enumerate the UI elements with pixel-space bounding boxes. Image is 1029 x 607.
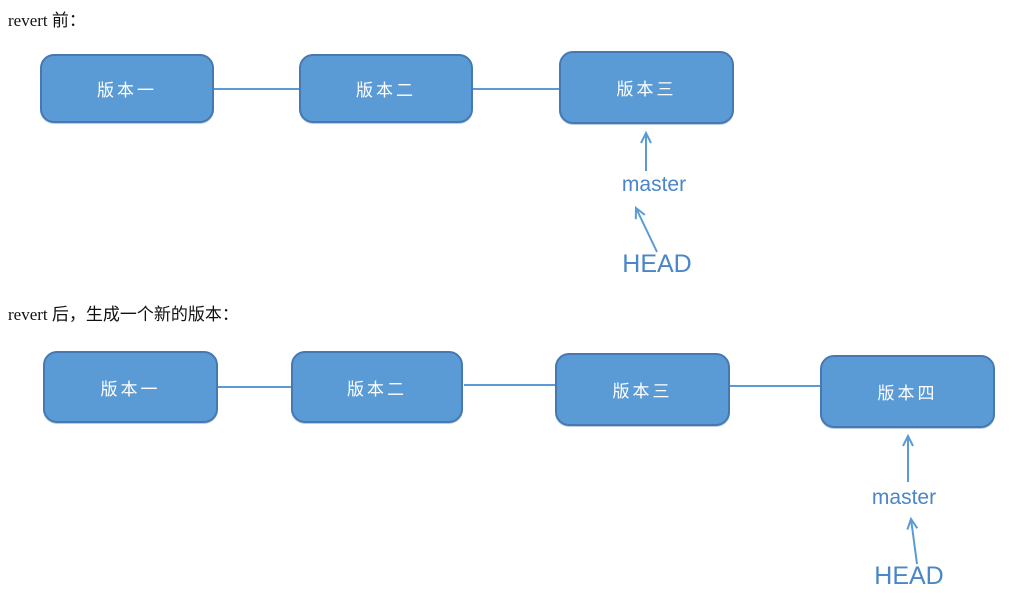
commit-box-version-2: 版本二 [291,351,463,423]
arrow-head-to-master-icon [636,208,658,253]
before-revert-title: revert 前： [8,11,86,30]
commit-box-version-4: 版本四 [820,355,995,428]
commit-box-version-1: 版本一 [40,54,214,123]
commit-box-version-3: 版本三 [555,353,730,426]
commit-box-version-2: 版本二 [299,54,473,123]
commit-box-version-3: 版本三 [559,51,734,124]
master-branch-label: master [621,173,687,196]
arrow-head-to-master-icon [911,519,917,565]
head-pointer-label: HEAD [874,562,944,590]
after-revert-title: revert 后，生成一个新的版本： [8,305,239,324]
master-branch-label: master [871,486,937,509]
head-pointer-label: HEAD [622,250,692,278]
commit-box-version-1: 版本一 [43,351,218,423]
